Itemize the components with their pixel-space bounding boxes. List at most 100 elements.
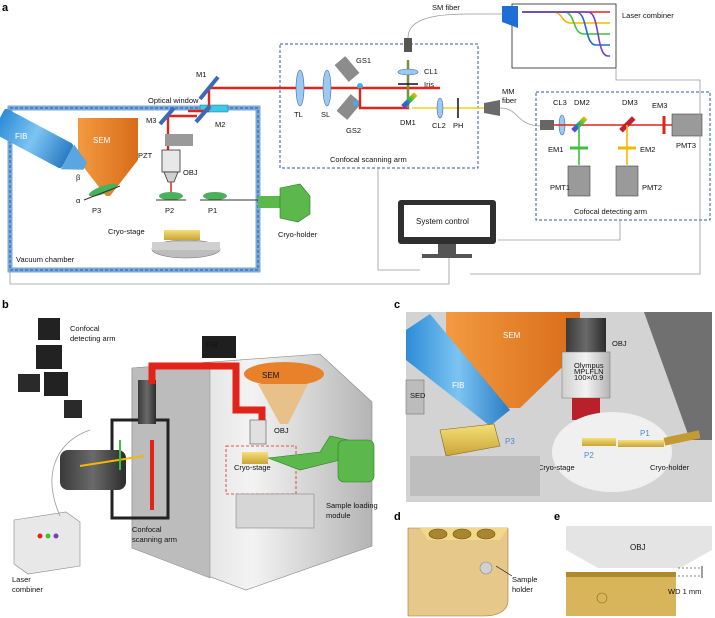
mm-fiber-label-2: fiber: [502, 96, 517, 105]
gs2-label: GS2: [346, 126, 361, 135]
confocal-detecting-arm-label-1: Confocal: [70, 324, 100, 333]
objective-marking-1: Olympus: [574, 361, 604, 370]
gs2-scanner: [336, 94, 362, 120]
panel-label-a: a: [2, 2, 9, 14]
iris-label: Iris: [424, 80, 434, 89]
sample-holder-label-2: holder: [512, 585, 533, 594]
p2-label-c: P2: [584, 451, 594, 460]
p3-holder-c: [439, 423, 501, 457]
sem-label-b: SEM: [262, 371, 280, 380]
dm2-mirror: [571, 116, 588, 133]
p3-stage-line: [83, 185, 121, 201]
p1-sample: [203, 192, 227, 200]
obj-e: [566, 526, 712, 568]
panel-a: a Vacuum chamber Optical window SEM FIB …: [0, 2, 711, 285]
pmt3-label: PMT3: [676, 141, 696, 150]
laser-port-red: [37, 533, 43, 539]
mm-fiber-cable: [499, 107, 543, 127]
cofocal-detecting-arm-label: Cofocal detecting arm: [574, 207, 647, 216]
fib-label-b: FIB: [206, 340, 218, 349]
fib-label-c: FIB: [452, 381, 464, 390]
laser-line-5: [522, 11, 610, 57]
sem-label-c: SEM: [503, 331, 521, 340]
sm-fiber-connector: [404, 38, 412, 52]
mm-fiber-label-1: MM: [502, 87, 515, 96]
sl-lens: [322, 69, 332, 107]
p2-holder-c: [582, 438, 616, 446]
laser-lines: [522, 11, 610, 57]
pmt2-detector: [615, 165, 639, 197]
sed-detector: [405, 379, 425, 415]
holder-e-hole: [596, 592, 608, 604]
laser-port-purple: [53, 533, 59, 539]
obj-label-e: OBJ: [630, 543, 646, 552]
confocal-scanning-arm-label-b-2: scanning arm: [132, 535, 177, 544]
p2-sample: [159, 192, 183, 200]
sem-cone: [78, 160, 138, 196]
laser-cable-b: [51, 429, 91, 517]
objective-marking-2: MPLFLN: [574, 367, 604, 376]
cl3-label: CL3: [553, 98, 567, 107]
cryo-holder-body: [279, 183, 311, 223]
p1-label: P1: [208, 206, 217, 215]
beta-label: β: [76, 173, 81, 182]
em3-label: EM3: [652, 101, 667, 110]
m2-label: M2: [215, 120, 225, 129]
sample-loading-module-label-1: Sample loading: [326, 501, 378, 510]
panel-label-e: e: [554, 511, 560, 523]
wd-label: WD 1 mm: [668, 587, 701, 596]
m1-mirror: [198, 75, 220, 101]
sample-holder-pointer: [495, 565, 513, 577]
fib-label: FIB: [15, 132, 27, 141]
obj-b: [249, 419, 267, 445]
cryo-stage-label-b: Cryo-stage: [234, 463, 271, 472]
beam-tube: [148, 362, 266, 430]
confocal-scanning-arm-label-b-1: Confocal: [132, 525, 162, 534]
scan-beam-yellow: [79, 455, 145, 467]
pmt1-label: PMT1: [550, 183, 570, 192]
obj-label-c: OBJ: [612, 339, 627, 348]
sample-holder-label-1: Sample: [512, 575, 537, 584]
obj-label: OBJ: [183, 168, 198, 177]
cryo-holder-b: [337, 439, 375, 483]
detector-block-3: [44, 372, 68, 396]
cryo-holder-c: [663, 430, 701, 446]
panel-label-b: b: [2, 299, 9, 311]
obj-body: [161, 149, 181, 173]
mm-fiber-output: [540, 120, 554, 130]
cl2-label: CL2: [432, 121, 446, 130]
p2-label: P2: [165, 206, 174, 215]
m3-mirror: [158, 106, 176, 126]
detector-block-2: [36, 345, 62, 369]
panel-b: b Confocal detecting arm FIB SEM OBJ Cry…: [2, 299, 378, 594]
cofocal-detecting-arm-box: [535, 91, 711, 221]
p1-holder-c: [618, 440, 664, 447]
dm3-label: DM3: [622, 98, 638, 107]
optical-window-label: Optical window: [148, 96, 199, 105]
obj-body-c: [561, 351, 611, 399]
pmt1-detector: [567, 165, 591, 197]
sm-fiber-cable: [407, 13, 505, 39]
em1-label: EM1: [548, 145, 563, 154]
laser-combiner-box: [511, 3, 617, 69]
sem-column-c: [446, 312, 580, 408]
sample-well-3: [476, 528, 496, 540]
sem-column: [78, 118, 138, 160]
pzt-block: [165, 134, 193, 146]
gs1-label: GS1: [356, 56, 371, 65]
cryo-holder-label: Cryo-holder: [278, 230, 318, 239]
scanning-arm-tube: [138, 380, 156, 424]
objective-marking-3: 100×/0.9: [574, 373, 603, 382]
panel-e: e OBJ WD 1 mm: [554, 511, 712, 616]
stage-base-c: [410, 456, 540, 496]
m2-mirror: [194, 104, 212, 124]
sl-label: SL: [321, 110, 330, 119]
confocal-scanning-arm-box: [279, 43, 479, 169]
panel-label-c: c: [394, 299, 400, 311]
confocal-scanning-arm-label: Confocal scanning arm: [330, 155, 407, 164]
cryo-stage-holder: [164, 230, 200, 240]
cable-scan: [377, 168, 420, 271]
cl2-lens: [436, 97, 444, 119]
p3-label-c: P3: [505, 437, 515, 446]
mm-fiber-connector: [484, 100, 500, 116]
